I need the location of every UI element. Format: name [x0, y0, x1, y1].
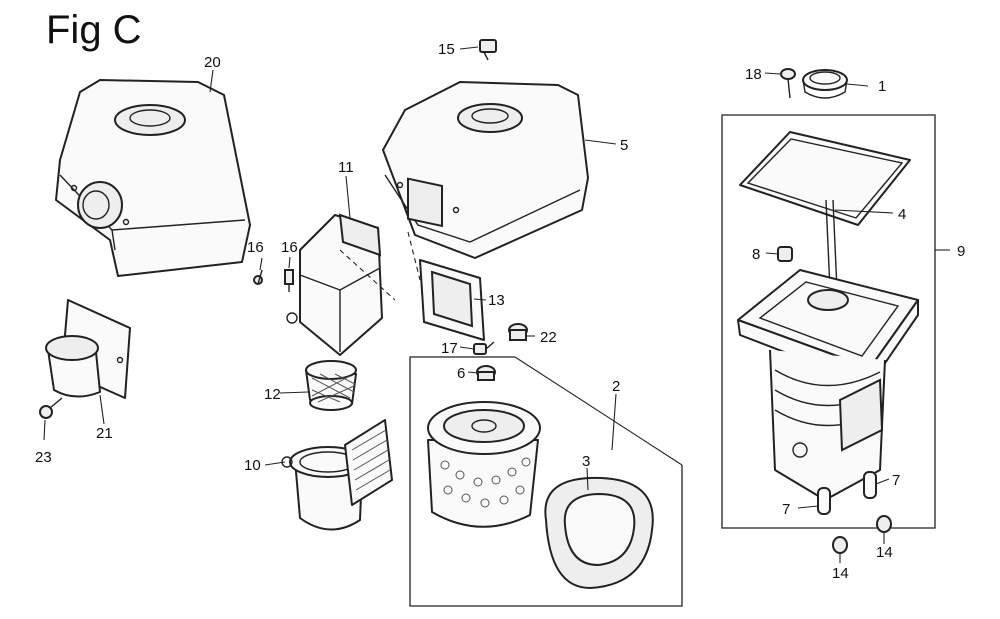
group-frame-9	[721, 114, 936, 529]
label-23: 23	[35, 449, 52, 466]
part-4-gasket	[739, 131, 911, 226]
label-1: 1	[878, 78, 886, 95]
part-17-clip	[473, 341, 495, 355]
part-23-bolt	[39, 397, 63, 419]
label-17: 17	[441, 340, 458, 357]
label-3: 3	[582, 453, 590, 470]
label-13: 13	[488, 292, 505, 309]
label-21: 21	[96, 425, 113, 442]
label-7b: 7	[892, 472, 900, 489]
part-1-ring	[802, 69, 848, 99]
label-7a: 7	[782, 501, 790, 518]
label-14b: 14	[876, 544, 893, 561]
figure-title: Fig C	[46, 8, 142, 52]
part-12-screen	[305, 360, 357, 411]
label-20: 20	[204, 54, 221, 71]
label-4: 4	[898, 206, 906, 223]
label-10: 10	[244, 457, 261, 474]
part-14-grommet-b	[876, 515, 892, 533]
label-5: 5	[620, 137, 628, 154]
label-18: 18	[745, 66, 762, 83]
part-5-cover	[382, 81, 589, 259]
part-22-grommet	[508, 323, 528, 341]
part-9-base	[737, 199, 919, 501]
part-14-grommet-a	[832, 536, 848, 554]
part-7-tube-a	[817, 487, 831, 515]
part-10-case	[281, 419, 393, 531]
leader-lines	[43, 46, 950, 563]
part-21-elbow	[45, 299, 131, 399]
group-frame-2	[409, 356, 683, 607]
label-12: 12	[264, 386, 281, 403]
label-16a: 16	[247, 239, 264, 256]
part-2-filter	[427, 401, 541, 528]
part-18-bolt	[780, 68, 796, 99]
label-16b: 16	[281, 239, 298, 256]
label-15: 15	[438, 41, 455, 58]
label-22: 22	[540, 329, 557, 346]
label-14a: 14	[832, 565, 849, 582]
part-20-cover	[55, 79, 251, 277]
label-11: 11	[338, 159, 354, 176]
label-6: 6	[457, 365, 465, 382]
label-9: 9	[957, 243, 965, 260]
part-6-nut	[476, 365, 496, 381]
part-11-elbow	[286, 213, 383, 356]
part-16-screw-b	[284, 269, 294, 292]
part-8-nut	[777, 246, 793, 262]
label-2: 2	[612, 378, 620, 395]
part-3-foam	[544, 476, 654, 590]
part-15-screw	[479, 39, 497, 61]
part-16-screw-a	[253, 269, 263, 285]
part-7-tube-b	[863, 471, 877, 499]
group-frame-2-diag	[514, 356, 683, 466]
part-13-gasket	[419, 259, 485, 341]
label-8: 8	[752, 246, 760, 263]
